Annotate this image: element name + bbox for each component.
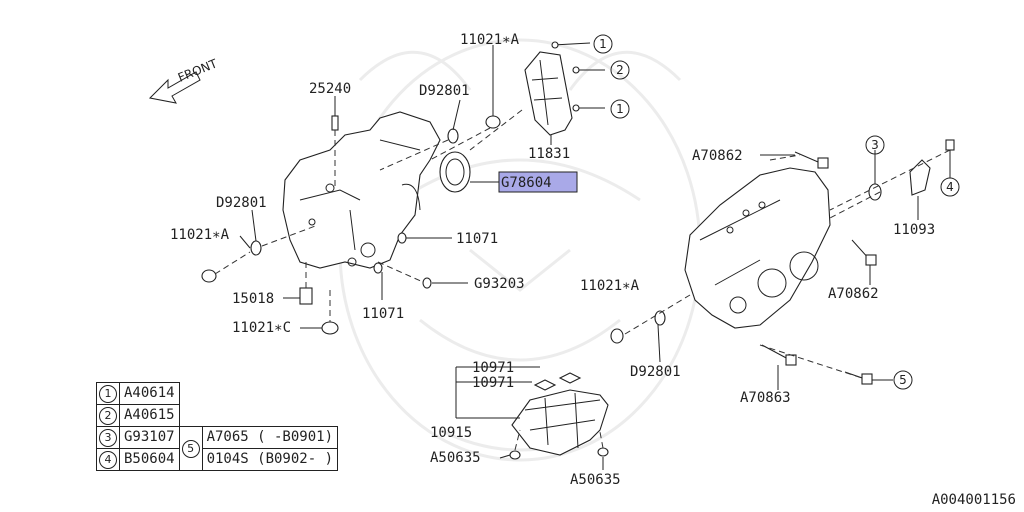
label-15018[interactable]: 15018 [232,291,274,307]
highlight-box [498,171,578,193]
front-arrow: FRONT [148,56,220,104]
label-a50635-a[interactable]: A50635 [430,450,481,466]
label-10971-a[interactable]: 10971 [472,360,514,376]
svg-text:5: 5 [899,373,907,387]
left-crankcase [282,111,441,269]
assembly-lines-left [214,109,523,322]
label-11021a-top[interactable]: 11021∗A [460,32,520,48]
label-11831[interactable]: 11831 [528,146,570,162]
label-a50635-b[interactable]: A50635 [570,472,621,488]
label-d92801-right[interactable]: D92801 [630,364,681,380]
label-a70862-right[interactable]: A70862 [828,286,879,302]
legend-option[interactable]: 0104S (B0902- ) [201,448,339,471]
legend-num-3: 3 [99,429,117,447]
legend-num-4: 4 [99,451,117,469]
oil-seal [439,151,471,193]
svg-text:2: 2 [616,63,624,77]
leaders-bottom [455,366,604,470]
label-a70863[interactable]: A70863 [740,390,791,406]
assembly-lines-right [624,149,951,379]
label-11021a-left[interactable]: 11021∗A [170,227,230,243]
label-g78604[interactable]: G78604 [501,175,552,191]
svg-text:3: 3 [871,138,879,152]
svg-text:1: 1 [616,102,624,116]
label-11093[interactable]: 11093 [893,222,935,238]
svg-text:4: 4 [946,180,954,194]
label-10915[interactable]: 10915 [430,425,472,441]
callout-2: 2 [610,60,630,80]
callout-4: 4 [940,177,960,197]
cover-screws [551,41,605,112]
label-d92801-top[interactable]: D92801 [419,83,470,99]
right-crankcase [684,167,831,329]
legend-part[interactable]: A40614 [119,382,180,405]
label-11021c[interactable]: 11021∗C [232,320,291,336]
leaders-right [657,150,951,390]
legend-row: 1 A40614 [96,382,338,405]
svg-text:1: 1 [599,37,607,51]
legend-part[interactable]: G93107 [119,426,180,449]
label-11021a-right[interactable]: 11021∗A [580,278,640,294]
label-25240[interactable]: 25240 [309,81,351,97]
label-10971-b[interactable]: 10971 [472,375,514,391]
legend-num-5: 5 [181,440,200,458]
label-g93203[interactable]: G93203 [474,276,525,292]
legend-num-1: 1 [99,385,117,403]
legend-part[interactable]: A40615 [119,404,180,427]
legend-part[interactable]: B50604 [119,448,180,471]
small-parts-right [610,139,955,385]
label-a70862-top[interactable]: A70862 [692,148,743,164]
baffle-plate [509,372,609,460]
legend-num-2: 2 [99,407,117,425]
legend-table: 1 A40614 2 A40615 3 G93107 5 A7065 ( -B0… [96,382,339,471]
label-11071-a[interactable]: 11071 [456,231,498,247]
callout-3: 3 [865,135,885,155]
label-11071-b[interactable]: 11071 [362,306,404,322]
cover-plate-11831 [524,51,573,136]
front-label: FRONT [176,56,220,85]
diagram-code: A004001156 [931,492,1016,508]
legend-row: 2 A40615 [96,404,338,427]
label-d92801-left[interactable]: D92801 [216,195,267,211]
legend-row: 4 B50604 0104S (B0902- ) [96,448,339,471]
legend-option[interactable]: A7065 ( -B0901) [201,426,339,449]
callout-1b: 1 [610,99,630,119]
callout-5: 5 [893,370,913,390]
legend-row: 3 G93107 5 A7065 ( -B0901) [96,426,339,471]
leaders-left [239,45,552,329]
callout-1a: 1 [593,34,613,54]
